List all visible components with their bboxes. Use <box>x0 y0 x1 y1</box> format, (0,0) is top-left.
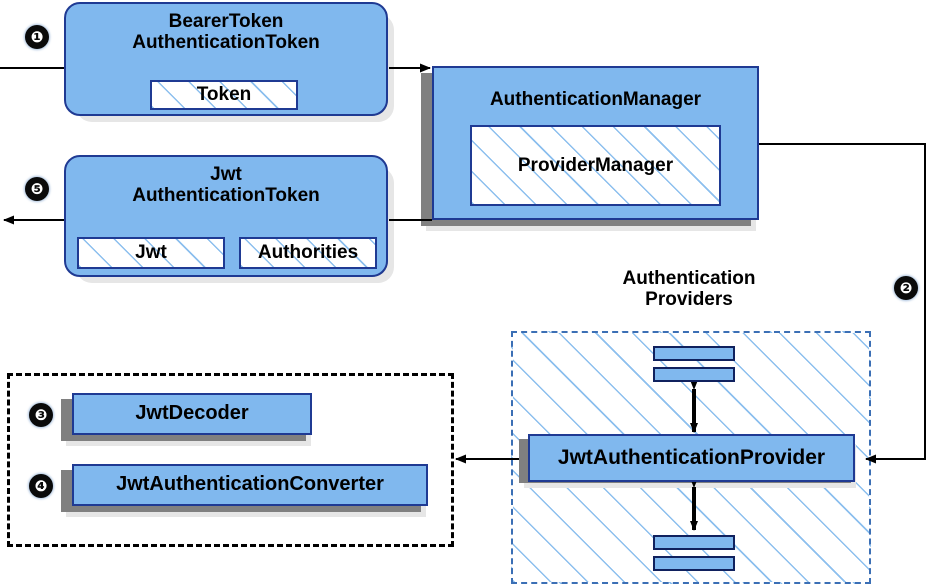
authentication-providers-caption-line1: Authentication <box>622 268 756 289</box>
step-badge-4: ❹ <box>29 474 53 498</box>
provider-stub-bar-bottom-1 <box>653 535 735 550</box>
bearer-token-title-line2: AuthenticationToken <box>132 31 320 53</box>
jwt-authentication-provider-node[interactable]: JwtAuthenticationProvider <box>528 434 855 482</box>
step-badge-3: ❸ <box>29 403 53 427</box>
jwt-authentication-token-title: Jwt AuthenticationToken <box>66 164 386 206</box>
jwt-auth-token-slot-authorities[interactable]: Authorities <box>239 237 377 269</box>
jwt-authentication-converter-node[interactable]: JwtAuthenticationConverter <box>72 464 428 506</box>
bearer-token-slot-token[interactable]: Token <box>150 80 298 110</box>
bearer-token-authentication-token-node[interactable]: BearerToken AuthenticationToken <box>64 2 388 116</box>
step-badge-1: ❶ <box>25 25 49 49</box>
jwt-auth-token-slot-jwt[interactable]: Jwt <box>77 237 225 269</box>
step-badge-2: ❷ <box>894 276 918 300</box>
jwt-authentication-token-node[interactable]: Jwt AuthenticationToken <box>64 155 388 277</box>
authentication-manager-slot-provider-manager[interactable]: ProviderManager <box>470 125 721 206</box>
provider-stub-bar-bottom-2 <box>653 556 735 571</box>
jwt-decoder-node[interactable]: JwtDecoder <box>72 393 312 435</box>
jwt-auth-token-title-line1: Jwt <box>210 164 242 185</box>
authentication-manager-title: AuthenticationManager <box>489 89 702 110</box>
provider-stub-bar-top-2 <box>653 367 735 382</box>
bearer-token-title: BearerToken AuthenticationToken <box>66 11 386 53</box>
bearer-token-title-line1: BearerToken <box>168 11 284 32</box>
jwt-auth-token-title-line2: AuthenticationToken <box>132 184 320 206</box>
step-badge-5: ❺ <box>25 177 49 201</box>
authentication-providers-caption-line2: Providers <box>645 289 733 311</box>
authentication-providers-caption: Authentication Providers <box>589 268 789 311</box>
provider-stub-bar-top-1 <box>653 346 735 361</box>
